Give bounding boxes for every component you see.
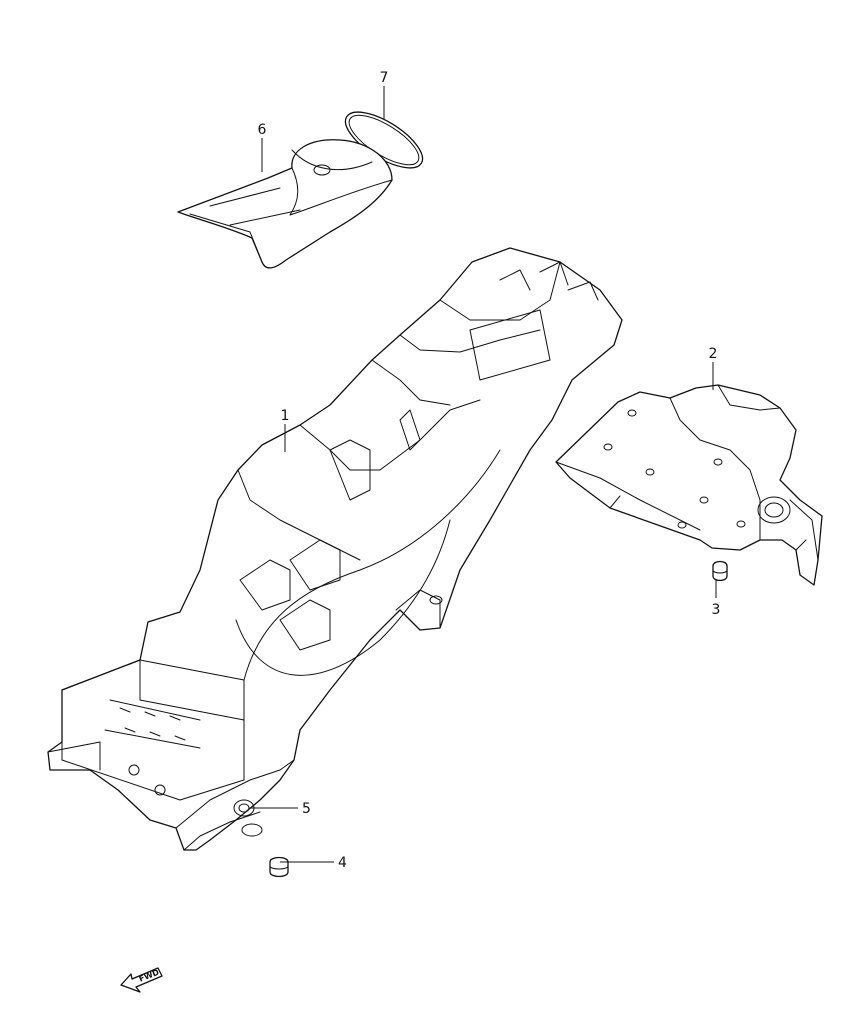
callout-6: 6 <box>258 122 267 138</box>
part-4-screw[interactable] <box>269 856 289 878</box>
callout-7: 7 <box>380 70 389 86</box>
callout-1: 1 <box>281 408 290 424</box>
part-5-grommet[interactable] <box>238 803 250 813</box>
callout-4: 4 <box>338 855 347 871</box>
part-3-screw[interactable] <box>712 560 728 582</box>
part-6-cover[interactable] <box>177 139 393 269</box>
leader-lines <box>250 86 717 863</box>
part-1-rear-fender[interactable] <box>47 247 623 851</box>
callout-2: 2 <box>709 346 718 362</box>
callout-3: 3 <box>712 602 721 618</box>
part-2-side-cover[interactable] <box>555 384 823 586</box>
callout-5: 5 <box>302 801 311 817</box>
fwd-direction-arrow: FWD <box>120 967 163 993</box>
